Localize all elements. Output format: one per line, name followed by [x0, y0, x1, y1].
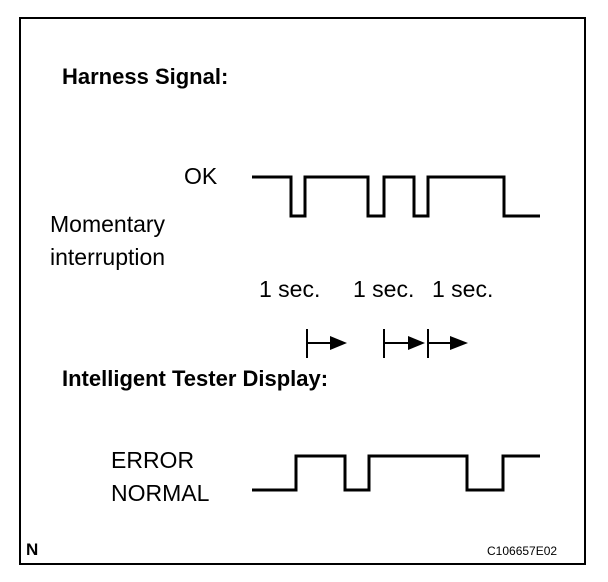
arrowhead-icon — [408, 336, 425, 350]
ok-label: OK — [184, 163, 218, 189]
arrowhead-icon — [330, 336, 347, 350]
duration-marker-3 — [427, 329, 468, 358]
duration-marker-1 — [306, 329, 347, 358]
harness-signal-heading: Harness Signal: — [62, 64, 229, 89]
momentary-label: Momentary — [50, 211, 166, 237]
duration-label-2: 1 sec. — [353, 276, 415, 302]
arrowhead-icon — [450, 336, 468, 350]
error-label: ERROR — [111, 447, 195, 473]
duration-marker-2 — [383, 329, 425, 358]
figure-code: C106657E02 — [487, 544, 558, 558]
tester-display-heading: Intelligent Tester Display: — [62, 366, 329, 391]
interruption-label: interruption — [50, 244, 166, 270]
tester-display-waveform — [252, 454, 540, 492]
normal-label: NORMAL — [111, 480, 210, 506]
diagram-frame — [19, 17, 586, 565]
harness-signal-waveform — [252, 175, 540, 218]
duration-label-1: 1 sec. — [259, 276, 321, 302]
corner-letter: N — [26, 540, 39, 559]
duration-label-3: 1 sec. — [432, 276, 494, 302]
